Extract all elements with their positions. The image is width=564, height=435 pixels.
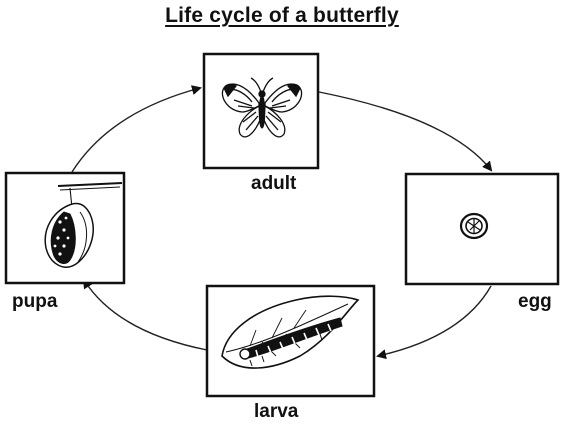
diagram-title: Life cycle of a butterfly: [0, 4, 564, 28]
label-adult: adult: [251, 174, 296, 193]
larva-stage: [207, 286, 374, 396]
arrow-egg-to-larva: [378, 286, 491, 356]
arrow-larva-to-pupa: [84, 280, 207, 350]
arrow-adult-to-egg: [319, 92, 491, 170]
pupa-stage: [6, 173, 124, 283]
label-egg: egg: [518, 292, 552, 311]
arrow-pupa-to-adult: [72, 88, 200, 172]
adult-stage: [204, 54, 318, 168]
egg-stage: [406, 174, 558, 284]
label-larva: larva: [254, 402, 298, 421]
egg-icon: [461, 214, 487, 238]
label-pupa: pupa: [12, 292, 57, 311]
